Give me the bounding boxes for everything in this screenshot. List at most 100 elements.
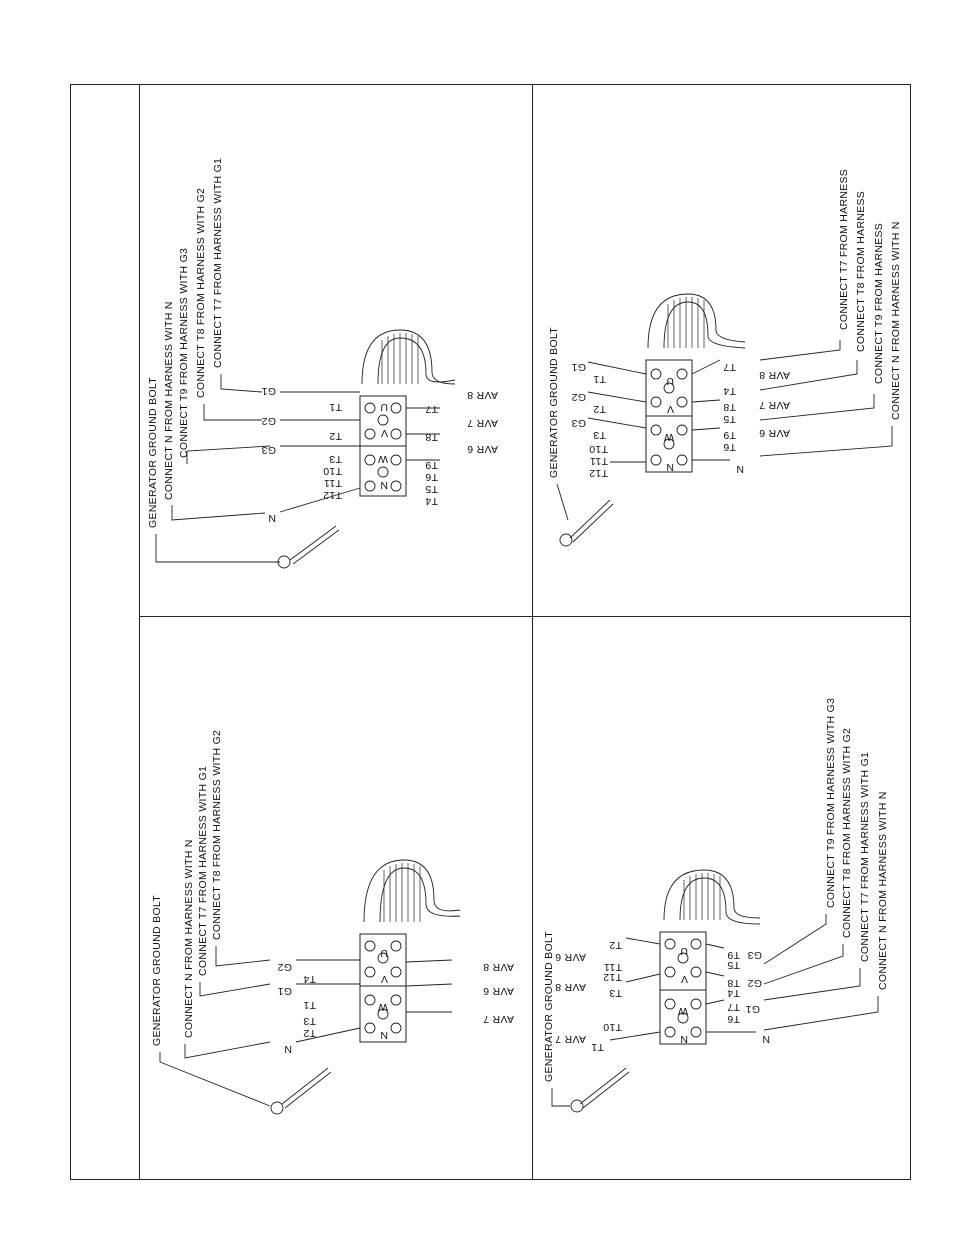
label-t5: T5 (727, 959, 740, 971)
label-t5: T5 (425, 483, 438, 495)
label-g1: G1 (277, 985, 292, 997)
cable-bundle (361, 329, 456, 385)
label-n: N (762, 1033, 770, 1045)
label-n: N (736, 463, 744, 475)
label-t3: T3 (303, 1015, 316, 1027)
margin-divider (139, 84, 141, 1180)
label-g1: G1 (261, 385, 276, 397)
panel-bottom-left: GENERATOR GROUND BOLT CONNECT N FROM HAR… (151, 730, 514, 1115)
block-letter-w: W (378, 453, 388, 465)
panel-divider-vertical (532, 84, 534, 1180)
label-t10: T10 (589, 443, 608, 455)
block-letter-v: V (381, 427, 388, 439)
panel-divider-horizontal (139, 616, 911, 618)
panel-bottom-right: GENERATOR GROUND BOLT CONNECT T9 FROM HA… (543, 698, 889, 1113)
label-t6: T6 (723, 441, 736, 453)
block-letter-u: U (380, 947, 388, 959)
label-t5: T5 (723, 413, 736, 425)
terminal-screws (650, 368, 688, 466)
label-avr6: AVR 6 (759, 427, 790, 439)
block-letter-u: U (666, 375, 674, 387)
instruction-t8: CONNECT T8 FROM HARNESS WITH G2 (841, 728, 853, 938)
page-frame (70, 84, 911, 1180)
label-avr7: AVR 7 (759, 399, 790, 411)
instruction-t8: CONNECT T8 FROM HARNESS WITH G2 (211, 730, 223, 940)
label-avr8: AVR 8 (467, 389, 498, 401)
label-g3: G3 (571, 417, 586, 429)
label-t7: T7 (727, 1001, 740, 1013)
instruction-n: CONNECT N FROM HARNESS WITH N (183, 839, 195, 1038)
panel-top-right: GENERATOR GROUND BOLT CONNECT T7 FROM HA… (548, 169, 902, 547)
label-g2: G2 (277, 961, 292, 973)
label-t2: T2 (303, 1027, 316, 1039)
cable-bundle (663, 869, 761, 925)
ground-bolt-label: GENERATOR GROUND BOLT (147, 377, 159, 528)
label-t7: T7 (425, 403, 438, 415)
label-g1: G1 (745, 1003, 760, 1015)
label-t6: T6 (727, 1013, 740, 1025)
label-avr7: AVR 7 (555, 1033, 586, 1045)
ground-bolt-label: GENERATOR GROUND BOLT (151, 895, 163, 1046)
label-n: N (268, 512, 276, 524)
label-g2: G2 (571, 391, 586, 403)
label-t1: T1 (591, 1041, 604, 1053)
terminal-screws (664, 938, 702, 1038)
instruction-t8: CONNECT T8 FROM HARNESS WITH G2 (195, 188, 207, 398)
panel-top-left: GENERATOR GROUND BOLT CONNECT N FROM HAR… (147, 158, 498, 569)
label-t11: T11 (604, 961, 622, 973)
label-g1: G1 (571, 361, 586, 373)
label-avr8: AVR 8 (759, 369, 790, 381)
label-t8: T8 (723, 401, 736, 413)
label-g3: G3 (747, 949, 762, 961)
label-avr7: AVR 7 (483, 1013, 514, 1025)
label-t4: T4 (727, 987, 740, 999)
label-t12: T12 (323, 489, 342, 501)
instruction-t7: CONNECT T7 FROM HARNESS WITH G1 (859, 752, 871, 962)
block-letter-n: N (666, 461, 674, 473)
block-letter-n: N (380, 1029, 388, 1041)
label-avr6: AVR 6 (467, 443, 498, 455)
block-letter-u: U (680, 945, 688, 957)
label-t10: T10 (603, 1021, 622, 1033)
label-t3: T3 (329, 453, 342, 465)
instruction-t7: CONNECT T7 FROM HARNESS WITH G1 (212, 158, 224, 368)
label-t2: T2 (329, 430, 342, 442)
label-t4: T4 (723, 385, 736, 397)
label-t9: T9 (723, 429, 736, 441)
block-letter-w: W (378, 1001, 388, 1013)
label-t3: T3 (593, 429, 606, 441)
label-avr8: AVR 8 (555, 981, 586, 993)
label-g3: G3 (261, 444, 276, 456)
terminal-screws (364, 402, 402, 492)
label-t12: T12 (589, 467, 608, 479)
block-letter-v: V (681, 973, 688, 985)
block-letter-w: W (664, 431, 674, 443)
label-t6: T6 (425, 471, 438, 483)
label-t8: T8 (425, 431, 438, 443)
label-t12: T12 (603, 971, 622, 983)
instruction-t7: CONNECT T7 FROM HARNESS (838, 169, 850, 330)
label-t2: T2 (609, 939, 622, 951)
block-letter-w: W (678, 1005, 688, 1017)
label-t1: T1 (303, 999, 316, 1011)
instruction-n: CONNECT N FROM HARNESS WITH N (890, 221, 902, 420)
label-t9: T9 (425, 459, 438, 471)
cable-bundle (363, 859, 461, 923)
label-t7: T7 (723, 361, 736, 373)
label-avr7: AVR 7 (467, 417, 498, 429)
block-letter-n: N (380, 479, 388, 491)
block-letter-v: V (667, 403, 674, 415)
block-letter-u: U (380, 401, 388, 413)
terminal-screws (364, 940, 402, 1034)
label-n: N (284, 1043, 292, 1055)
instruction-t7: CONNECT T7 FROM HARNESS WITH G1 (197, 766, 209, 976)
instruction-t9: CONNECT T9 FROM HARNESS (873, 223, 885, 384)
label-avr8: AVR 8 (483, 961, 514, 973)
label-g2: G2 (261, 415, 276, 427)
label-t8: T8 (727, 977, 740, 989)
label-t11: T11 (324, 477, 342, 489)
ground-bolt-label: GENERATOR GROUND BOLT (543, 931, 555, 1082)
instruction-n: CONNECT N FROM HARNESS WITH N (163, 301, 175, 500)
label-avr6: AVR 6 (483, 985, 514, 997)
